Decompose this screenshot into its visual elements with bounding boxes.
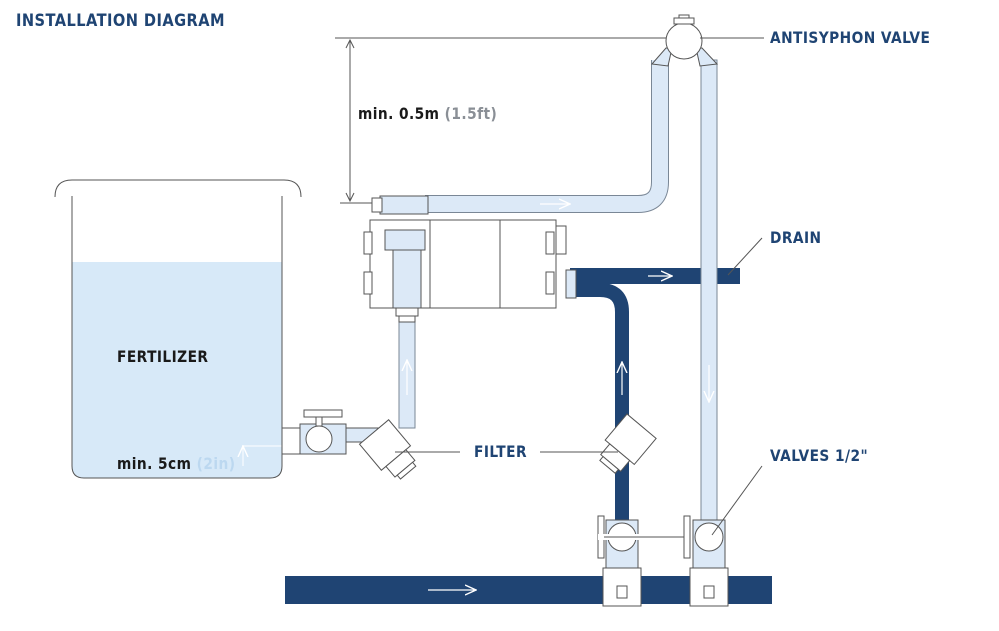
- valve-supply: [597, 515, 686, 607]
- height-requirement: min. 0.5m (1.5ft): [358, 104, 497, 123]
- dosing-unit: [363, 195, 577, 323]
- level-alt: (2in): [196, 454, 236, 473]
- height-value: min. 0.5m: [358, 104, 440, 123]
- valves-label: VALVES 1/2": [770, 446, 869, 465]
- valve-injection: [683, 515, 729, 607]
- height-alt: (1.5ft): [444, 104, 498, 123]
- supply-filter: [599, 413, 657, 474]
- fertilizer-label: FERTILIZER: [117, 347, 209, 366]
- fertilizer-tank: [54, 179, 302, 479]
- diagram-title: INSTALLATION DIAGRAM: [16, 11, 225, 31]
- injection-pipe: [700, 59, 718, 521]
- antisyphon-valve-label: ANTISYPHON VALVE: [770, 28, 931, 47]
- antisyphon-valve: [651, 14, 719, 67]
- tank-outlet: [281, 409, 395, 455]
- filter-label: FILTER: [474, 442, 527, 461]
- suction-filter: [358, 419, 417, 480]
- drain-label: DRAIN: [770, 228, 822, 247]
- height-dimension: [335, 37, 666, 204]
- suction-pipe: [398, 317, 416, 429]
- level-requirement: min. 5cm (2in): [117, 454, 235, 473]
- supply-pipe: [570, 268, 740, 520]
- leader-lines: [395, 37, 764, 536]
- level-value: min. 5cm: [117, 454, 192, 473]
- discharge-pipe: [425, 60, 669, 213]
